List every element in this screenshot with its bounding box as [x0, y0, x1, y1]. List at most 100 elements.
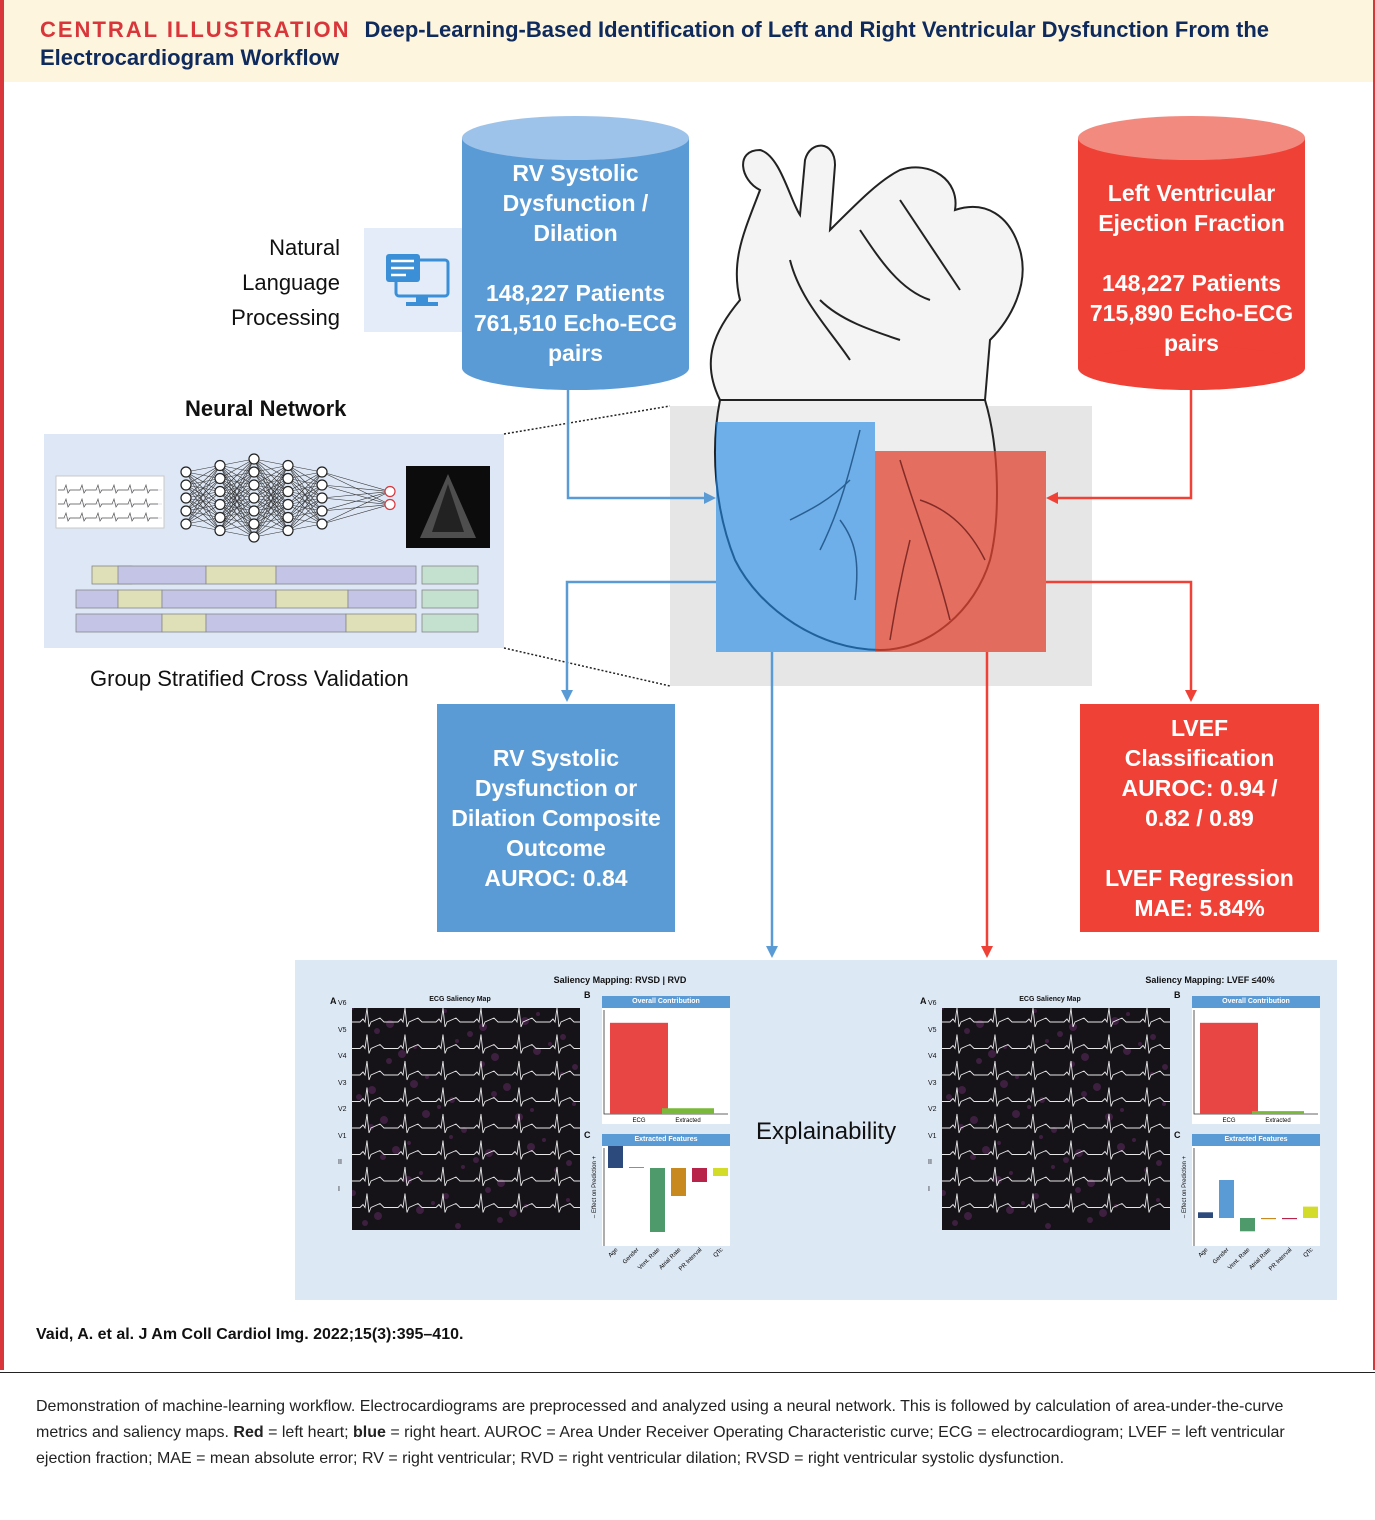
saliency-title: Saliency Mapping: LVEF ≤40% — [1145, 975, 1275, 985]
rv-result-box — [437, 704, 675, 932]
saliency-spot — [449, 1135, 453, 1139]
ecg-trace — [352, 1087, 580, 1107]
saliency-spot — [467, 1031, 473, 1037]
ecg-trace — [352, 1008, 580, 1028]
panel-b-label: B — [584, 990, 591, 1000]
ecg-saliency-map — [352, 1008, 580, 1230]
saliency-title: Saliency Mapping: RVSD | RVD — [553, 975, 687, 985]
central-illustration-tag: CENTRAL ILLUSTRATION — [40, 17, 351, 42]
saliency-spot — [1045, 1039, 1049, 1043]
nn-node — [180, 479, 192, 491]
overall-contribution-title: Overall Contribution — [1192, 996, 1320, 1008]
saliency-spot — [1045, 1223, 1051, 1229]
contribution-cat-label: ECG — [1222, 1118, 1235, 1124]
ecg-saliency-map — [942, 1008, 1170, 1230]
heart-illustration — [709, 144, 1024, 401]
saliency-spot — [362, 1220, 368, 1226]
arrow-model-to-rv-result — [561, 580, 716, 702]
saliency-spot — [491, 1091, 497, 1097]
arrow-model-to-lv-result — [1046, 580, 1197, 702]
contribution-bar — [662, 1108, 714, 1114]
lead-label: V4 — [338, 1053, 347, 1060]
lvef-regression-title: LVEF Regression — [1105, 865, 1294, 891]
saliency-spot — [352, 1008, 354, 1010]
saliency-spot — [497, 1179, 505, 1187]
feature-cat-label: Gender — [622, 1247, 640, 1265]
saliency-spot — [443, 1009, 447, 1013]
saliency-spot — [497, 1217, 503, 1223]
nn-node — [180, 492, 192, 504]
saliency-spot — [1162, 1064, 1168, 1070]
feature-bar — [1219, 1180, 1234, 1218]
caption-blue: blue — [353, 1424, 386, 1441]
ecg-trace — [942, 1140, 1170, 1160]
rv-result-outcome: RV Systolic Dysfunction or Dilation Comp… — [451, 745, 661, 861]
saliency-spot — [946, 1094, 952, 1100]
saliency-spot — [572, 1064, 578, 1070]
nn-node — [384, 485, 396, 498]
saliency-spot — [1012, 1110, 1020, 1118]
lv-result-box — [1080, 704, 1319, 932]
saliency-spot — [942, 1008, 944, 1010]
saliency-spot — [542, 1138, 546, 1142]
nn-node — [214, 524, 226, 537]
saliency-spot — [1138, 1042, 1142, 1046]
feature-cat-label: QTc — [713, 1247, 725, 1259]
saliency-spot — [964, 1028, 970, 1034]
lead-label: V5 — [928, 1026, 937, 1034]
feature-bar — [650, 1168, 665, 1232]
workflow-diagram — [437, 116, 1319, 958]
nn-node — [282, 524, 294, 537]
saliency-spot — [416, 1206, 424, 1214]
nn-node — [282, 472, 294, 485]
nn-node — [180, 505, 192, 517]
rv-overlay — [716, 422, 875, 652]
saliency-spot — [1063, 1157, 1069, 1163]
callout-line-top — [503, 405, 671, 435]
arrow-lv-to-model — [1046, 390, 1193, 504]
saliency-spot — [386, 1020, 394, 1028]
saliency-spot — [374, 1212, 382, 1220]
saliency-spot — [566, 1160, 572, 1166]
nlp-icon-box — [364, 228, 462, 332]
ecg-trace — [352, 1034, 580, 1054]
caption-red: Red — [233, 1424, 264, 1441]
saliency-spot — [988, 1050, 996, 1058]
rv-result-text: RV Systolic Dysfunction or Dilation Comp… — [437, 704, 675, 932]
saliency-spot — [1093, 1083, 1101, 1091]
saliency-spot — [1123, 1047, 1131, 1055]
saliency-spot — [1087, 1217, 1093, 1223]
saliency-spot — [1033, 1009, 1037, 1013]
lead-label: V4 — [928, 1053, 937, 1060]
effect-axis-label: – Effect on Prediction + — [1182, 1155, 1188, 1219]
saliency-spot — [1162, 1102, 1166, 1106]
saliency-spot — [386, 1058, 392, 1064]
saliency-spot — [1021, 1201, 1025, 1205]
callout-line-bottom — [503, 647, 671, 687]
saliency-spot — [1051, 1127, 1057, 1133]
saliency-spot — [1156, 1198, 1160, 1202]
ecg-trace — [352, 1113, 580, 1134]
feature-bar — [1282, 1218, 1297, 1220]
saliency-spot — [407, 1141, 411, 1145]
saliency-spot — [431, 1201, 435, 1205]
nlp-label: Natural Language Processing — [231, 235, 340, 330]
lv-dataset-title: Left Ventricular Ejection Fraction — [1098, 180, 1285, 236]
figure-title-text: Deep-Learning-Based Identification of Le… — [40, 17, 1270, 70]
saliency-spot — [509, 1209, 517, 1217]
nn-node — [214, 472, 226, 485]
nn-node — [214, 511, 226, 524]
lead-label: V3 — [338, 1079, 347, 1087]
saliency-spot — [1120, 1108, 1124, 1112]
lv-vessels — [889, 459, 986, 641]
ecg-trace — [942, 1008, 1170, 1028]
rv-dataset-patients: 148,227 Patients — [485, 280, 665, 306]
saliency-spot — [1000, 1080, 1008, 1088]
saliency-spot — [461, 1165, 465, 1169]
lead-label: II — [928, 1159, 932, 1166]
saliency-spot — [1015, 1075, 1019, 1079]
contribution-bar — [1252, 1111, 1304, 1114]
